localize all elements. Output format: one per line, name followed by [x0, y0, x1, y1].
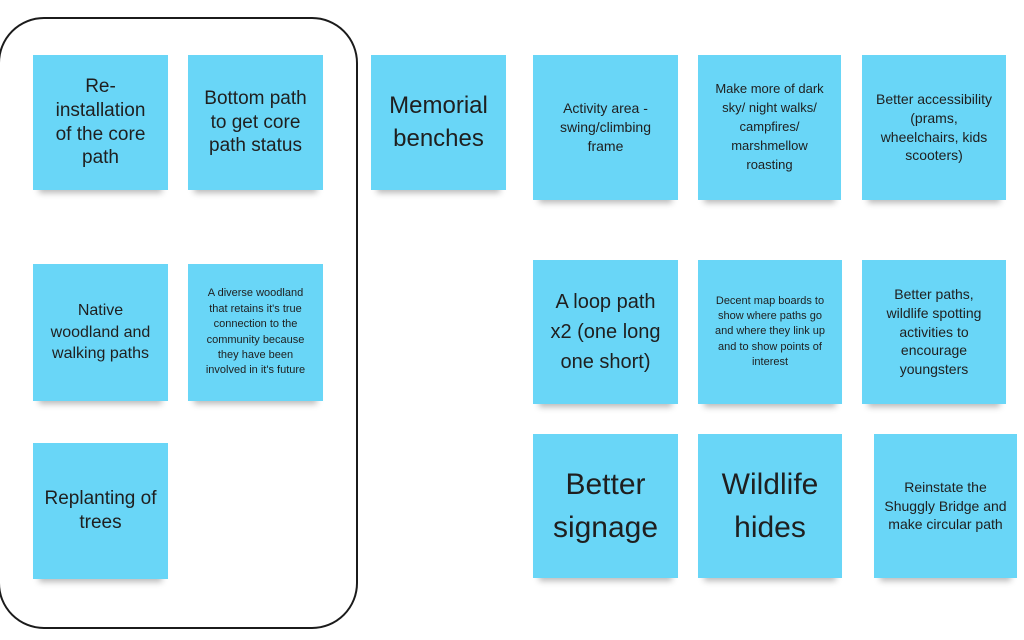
sticky-note-diverse-woodland[interactable]: A diverse woodland that retains it's tru… — [188, 264, 323, 401]
sticky-note-activity-area[interactable]: Activity area - swing/climbing frame — [533, 55, 678, 200]
sticky-note-shuggly-bridge[interactable]: Reinstate the Shuggly Bridge and make ci… — [874, 434, 1017, 578]
sticky-note-text: Bottom path to get core path status — [204, 87, 307, 157]
sticky-note-native-woodland[interactable]: Native woodland and walking paths — [33, 264, 168, 401]
sticky-note-text: Better accessibility (prams, wheelchairs… — [876, 90, 992, 164]
sticky-note-text: Better signage — [552, 467, 659, 545]
sticky-note-text: Better paths, wildlife spotting activiti… — [886, 285, 982, 378]
sticky-note-accessibility[interactable]: Better accessibility (prams, wheelchairs… — [862, 55, 1006, 200]
sticky-note-text: Native woodland and walking paths — [50, 302, 151, 363]
sticky-note-text: Make more of dark sky/ night walks/ camp… — [715, 81, 824, 172]
sticky-note-dark-sky[interactable]: Make more of dark sky/ night walks/ camp… — [698, 55, 841, 200]
sticky-note-text: Re-installation of the core path — [55, 76, 146, 169]
sticky-note-text: Activity area - swing/climbing frame — [559, 100, 652, 154]
sticky-note-text: Wildlife hides — [721, 467, 819, 545]
sticky-note-loop-path[interactable]: A loop path x2 (one long one short) — [533, 260, 678, 404]
sticky-note-replanting[interactable]: Replanting of trees — [33, 443, 168, 579]
sticky-note-text: A diverse woodland that retains it's tru… — [205, 287, 306, 377]
sticky-note-text: Decent map boards to show where paths go… — [714, 294, 826, 369]
sticky-note-wildlife-hides[interactable]: Wildlife hides — [698, 434, 842, 578]
sticky-note-memorial-benches[interactable]: Memorial benches — [371, 55, 506, 190]
sticky-note-bottom-path[interactable]: Bottom path to get core path status — [188, 55, 323, 190]
sticky-note-map-boards[interactable]: Decent map boards to show where paths go… — [698, 260, 842, 404]
sticky-note-better-signage[interactable]: Better signage — [533, 434, 678, 578]
sticky-note-text: Replanting of trees — [44, 488, 157, 533]
sticky-note-better-paths[interactable]: Better paths, wildlife spotting activiti… — [862, 260, 1006, 404]
sticky-note-text: Memorial benches — [389, 92, 488, 152]
sticky-note-text: A loop path x2 (one long one short) — [550, 291, 661, 373]
sticky-note-text: Reinstate the Shuggly Bridge and make ci… — [884, 478, 1007, 533]
group-frame[interactable] — [0, 17, 358, 629]
sticky-note-reinstallation[interactable]: Re-installation of the core path — [33, 55, 168, 190]
